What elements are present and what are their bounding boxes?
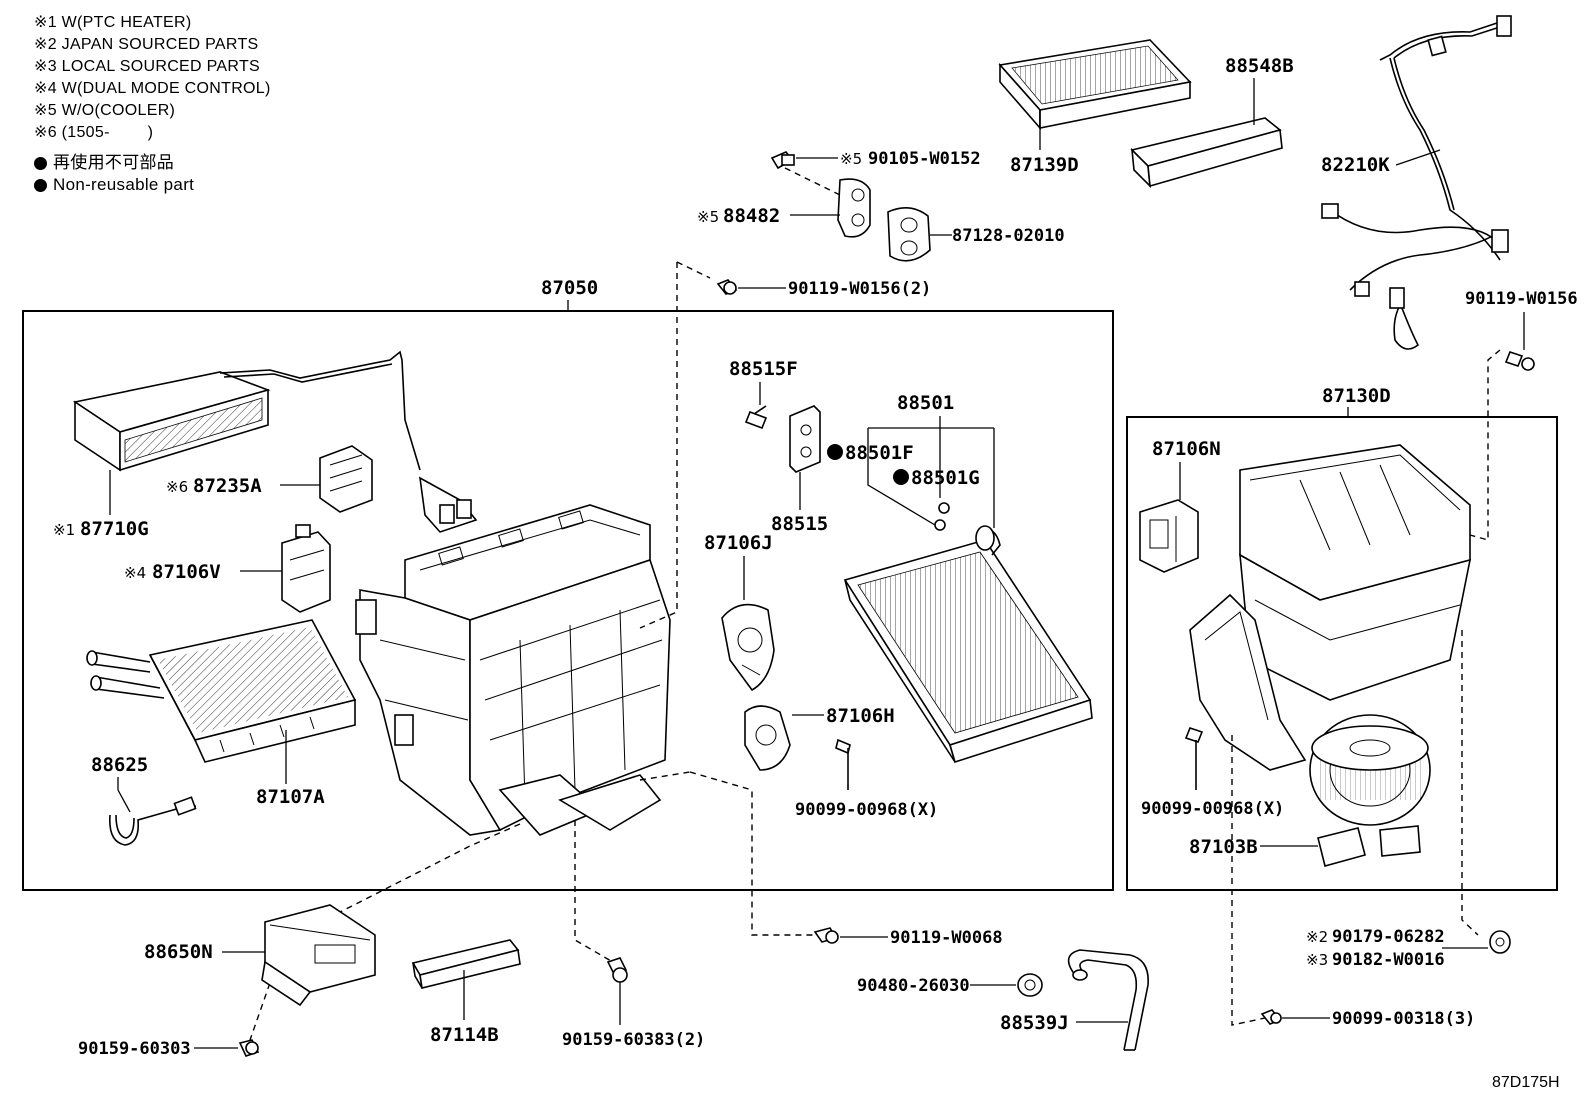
p87106V-mark: ※4 xyxy=(124,564,146,582)
ptc-heater-drawing xyxy=(72,350,478,533)
seal-87128-drawing xyxy=(887,207,931,262)
screw-90119-b-drawing xyxy=(1504,351,1535,371)
p90179-mark: ※2 xyxy=(1306,928,1328,946)
p88501F-label: 88501F xyxy=(845,442,914,464)
evaporator-drawing xyxy=(843,525,1093,764)
screw-90119-a-drawing xyxy=(716,279,738,295)
p87128-label: 87128-02010 xyxy=(952,226,1065,246)
screw-90099-a-drawing xyxy=(835,738,851,790)
bracket-87235A-drawing xyxy=(319,445,373,513)
p90159-60383-label: 90159-60383(2) xyxy=(562,1030,705,1050)
nonreusable-dot-icon xyxy=(893,469,909,485)
p90119-w0156-label: 90119-W0156 xyxy=(1465,289,1578,309)
p90159-60303-label: 90159-60303 xyxy=(78,1039,191,1059)
screw-90105-drawing xyxy=(770,151,795,170)
p90099-00968-a-label: 90099-00968(X) xyxy=(795,800,938,820)
actuator-87106J-drawing xyxy=(721,603,775,692)
p90105-label: 90105-W0152 xyxy=(868,149,981,169)
figure-reference: 87D175H xyxy=(1492,1074,1560,1091)
p87710G-label: 87710G xyxy=(80,518,149,540)
p87103B-label: 87103B xyxy=(1189,836,1258,858)
screw-90159-60383-drawing xyxy=(606,957,628,983)
p90105-mark: ※5 xyxy=(840,150,862,168)
grommet-90480-drawing xyxy=(1017,973,1043,997)
legend-note-2: ※2 JAPAN SOURCED PARTS xyxy=(34,36,259,53)
p88539J-label: 88539J xyxy=(1000,1012,1069,1034)
bolt-88515F-drawing xyxy=(744,405,768,430)
p88501G-label: 88501G xyxy=(911,467,980,489)
p90119-w0156-2-label: 90119-W0156(2) xyxy=(788,279,931,299)
p87139D-label: 87139D xyxy=(1010,154,1079,176)
p87235A-label: 87235A xyxy=(193,475,262,497)
p90182-mark: ※3 xyxy=(1306,951,1328,969)
expansion-valve-drawing xyxy=(789,405,821,473)
p88482-label: 88482 xyxy=(723,205,780,227)
hose-88539J-drawing xyxy=(1067,949,1149,1051)
p87106V-label: 87106V xyxy=(152,561,221,583)
legend-note-1: ※1 W(PTC HEATER) xyxy=(34,14,192,31)
p87106N-label: 87106N xyxy=(1152,438,1221,460)
blower-case-drawing xyxy=(1189,444,1472,771)
bracket-87114B-drawing xyxy=(411,939,521,989)
p88548B-label: 88548B xyxy=(1225,55,1294,77)
actuator-87106N-drawing xyxy=(1139,499,1199,573)
legend: ※1 W(PTC HEATER) ※2 JAPAN SOURCED PARTS … xyxy=(34,12,271,196)
p87106H-label: 87106H xyxy=(826,705,895,727)
screw-90119-w0068-drawing xyxy=(813,927,839,944)
blower-assembly-box xyxy=(1126,416,1558,891)
main-assembly-label: 87050 xyxy=(541,277,598,299)
p90099-00968-b-label: 90099-00968(X) xyxy=(1141,799,1284,819)
p90179-label: 90179-06282 xyxy=(1332,927,1445,947)
nonreusable-dot-icon xyxy=(827,444,843,460)
ecu-88650N-drawing xyxy=(261,904,376,1007)
p88482-mark: ※5 xyxy=(697,208,719,226)
cover-88548B-drawing xyxy=(1130,117,1283,189)
p87710G-mark: ※1 xyxy=(53,521,75,539)
legend-note-3: ※3 LOCAL SOURCED PARTS xyxy=(34,58,260,75)
actuator-87106H-drawing xyxy=(744,705,791,771)
legend-nonreusable-en: Non-reusable part xyxy=(34,174,271,196)
nonreusable-dot-icon xyxy=(34,178,47,192)
p90099-00318-label: 90099-00318(3) xyxy=(1332,1009,1475,1029)
p87106J-label: 87106J xyxy=(704,532,773,554)
p88515-label: 88515 xyxy=(771,513,828,535)
screw-90099-b-drawing xyxy=(1184,727,1204,790)
p87235A-mark: ※6 xyxy=(166,478,188,496)
nonreusable-dot-icon xyxy=(34,156,47,170)
p88650N-label: 88650N xyxy=(144,941,213,963)
screw-90159-60303-drawing xyxy=(238,1039,260,1057)
legend-nonreusable-jp: 再使用不可部品 xyxy=(34,152,271,174)
heater-case-drawing xyxy=(355,504,671,836)
p90480-label: 90480-26030 xyxy=(857,976,970,996)
blower-assembly-label: 87130D xyxy=(1322,385,1391,407)
legend-note-5: ※5 W/O(COOLER) xyxy=(34,102,176,119)
p90182-label: 90182-W0016 xyxy=(1332,950,1445,970)
p87107A-label: 87107A xyxy=(256,786,325,808)
wire-harness-drawing xyxy=(1321,15,1512,350)
p90119-w0068-label: 90119-W0068 xyxy=(890,928,1003,948)
actuator-87106V-drawing xyxy=(281,524,331,613)
legend-note-6: ※6 (1505- ) xyxy=(34,124,154,141)
filter-87139D-drawing xyxy=(998,39,1192,131)
nut-90179-drawing xyxy=(1489,930,1511,954)
p88515F-label: 88515F xyxy=(729,358,798,380)
legend-note-4: ※4 W(DUAL MODE CONTROL) xyxy=(34,80,271,97)
blower-motor-drawing xyxy=(1309,714,1431,867)
screw-90099-00318-drawing xyxy=(1260,1009,1282,1025)
p88501-label: 88501 xyxy=(897,392,954,414)
plug-88482-drawing xyxy=(837,178,871,238)
p88625-label: 88625 xyxy=(91,754,148,776)
sensor-88625-drawing xyxy=(108,796,197,846)
heater-core-drawing xyxy=(86,619,357,763)
p87114B-label: 87114B xyxy=(430,1024,499,1046)
p82210K-label: 82210K xyxy=(1321,154,1390,176)
